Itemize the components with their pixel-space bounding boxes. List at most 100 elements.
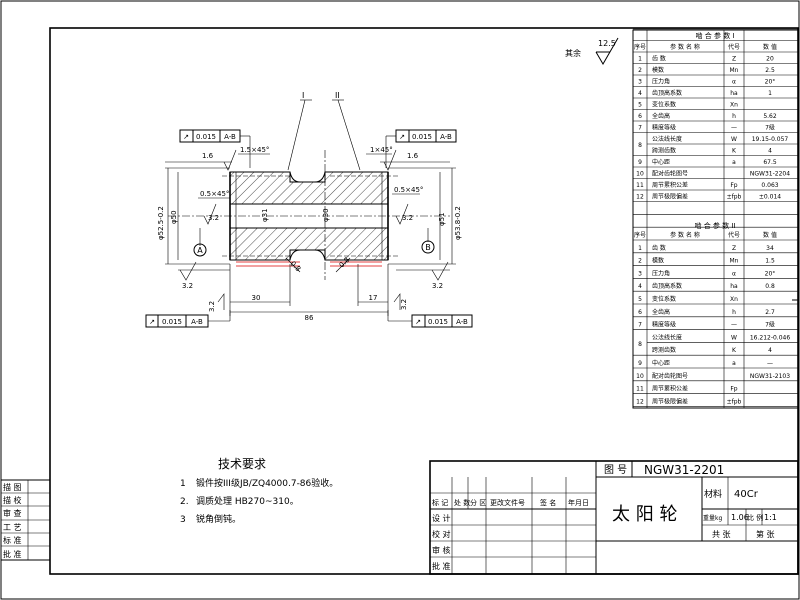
params-row-sym-params1-11: Fp xyxy=(730,182,737,189)
svg-text:共 张: 共 张 xyxy=(712,530,731,539)
params-row-val-params2-10: NGW31-2103 xyxy=(750,373,790,380)
params-row-name-params1-8: 跨测齿数 xyxy=(652,147,676,155)
svg-text:描 图: 描 图 xyxy=(3,482,22,492)
params-row-sym-params1-8: K xyxy=(732,148,737,155)
svg-text:86: 86 xyxy=(305,314,314,322)
params2-col-no: 序号 xyxy=(634,231,646,239)
svg-text:1: 1 xyxy=(180,479,186,489)
scale-value: 1:1 xyxy=(764,513,777,522)
params-row-no-params1-5: 6 xyxy=(638,113,642,120)
svg-text:0.015: 0.015 xyxy=(162,318,182,326)
datum-a: A xyxy=(193,228,207,257)
tech-title: 技术要求 xyxy=(218,457,266,471)
svg-text:3.2: 3.2 xyxy=(432,282,443,290)
svg-text:批 准: 批 准 xyxy=(432,561,451,571)
params-row-val-params2-7: 16.212-0.046 xyxy=(750,334,791,341)
params-row-name-params2-2: 压力角 xyxy=(652,269,670,277)
svg-text:第 张: 第 张 xyxy=(756,529,775,539)
params-row-no-params1-9: 9 xyxy=(638,159,642,166)
params-row-name-params1-2: 压力角 xyxy=(652,78,670,86)
params-row-no-params2-6: 7 xyxy=(638,322,642,329)
length-dims: 30 17 86 3.2 3.2 xyxy=(208,264,408,322)
svg-text:审 核: 审 核 xyxy=(432,545,451,555)
params-row-name-params1-11: 周节累积公差 xyxy=(652,181,688,189)
params-row-name-params1-6: 精度等级 xyxy=(652,124,676,132)
svg-text:A: A xyxy=(197,246,203,255)
params-row-name-params2-1: 模数 xyxy=(652,257,664,265)
params-row-name-params2-12: 周节极限偏差 xyxy=(652,397,688,405)
svg-text:处 数: 处 数 xyxy=(454,498,470,507)
svg-text:2.: 2. xyxy=(180,497,189,507)
params-row-sym-params1-9: a xyxy=(732,159,736,166)
params-row-val-params1-2: 20° xyxy=(765,79,776,86)
params2-col-name: 参 数 名 称 xyxy=(670,231,700,239)
svg-text:0.015: 0.015 xyxy=(428,318,448,326)
tech-item-1: 锻件按III级JB/ZQ4000.7-86验收。 xyxy=(196,477,338,489)
params-row-name-params1-10: 配对齿轮图号 xyxy=(652,170,688,178)
datum-b: B xyxy=(421,228,435,254)
params-row-sym-params1-6: — xyxy=(731,125,737,132)
params-row-val-params2-8: 4 xyxy=(768,347,772,354)
svg-text:重量kg: 重量kg xyxy=(703,514,722,522)
params-row-name-params2-11: 周节累积公差 xyxy=(652,385,688,393)
params-row-no-params1-10: 10 xyxy=(636,171,644,178)
svg-text:3.2: 3.2 xyxy=(402,214,413,222)
section-upper xyxy=(229,171,389,205)
params1-header: 啮 合 参 数 I xyxy=(696,31,735,40)
svg-text:描 校: 描 校 xyxy=(3,495,22,505)
params-row-no-params2-1: 2 xyxy=(638,258,642,265)
left-diameter-dims: φ52.5-0.2 φ50 0.5×45° 3.2 φ31 φ30 xyxy=(157,167,330,265)
svg-text:3.2: 3.2 xyxy=(400,299,408,310)
svg-text:1.6: 1.6 xyxy=(202,152,214,160)
svg-text:↗: ↗ xyxy=(399,133,405,141)
params-row-sym-params1-3: ha xyxy=(730,90,738,97)
runout-frame-top-right: ↗ 0.015 A-B xyxy=(385,129,457,168)
svg-text:3.2: 3.2 xyxy=(208,214,219,222)
params-row-no-params1-7: 8 xyxy=(638,142,642,149)
right-diameter-dims: φ53.8-0.2 φ51 0.5×45° 3.2 xyxy=(388,167,462,265)
svg-text:标 记: 标 记 xyxy=(432,498,448,507)
params-row-name-params2-10: 配对齿轮图号 xyxy=(652,372,688,380)
svg-text:分 区: 分 区 xyxy=(470,498,486,507)
params-row-no-params2-11: 11 xyxy=(636,386,644,393)
params-row-no-params2-10: 10 xyxy=(636,373,644,380)
params1-col-sym: 代号 xyxy=(728,43,740,51)
svg-text:签 名: 签 名 xyxy=(540,498,556,507)
params-row-val-params1-10: NGW31-2204 xyxy=(750,171,790,178)
technical-requirements: 技术要求 1 锻件按III级JB/ZQ4000.7-86验收。 2. 调质处理 … xyxy=(180,457,338,525)
params-row-sym-params2-2: α xyxy=(732,270,736,277)
params-row-sym-params2-12: ±fpb xyxy=(727,398,742,405)
params-row-no-params2-12: 12 xyxy=(636,398,644,405)
params-row-sym-params2-6: — xyxy=(731,322,737,329)
svg-text:3: 3 xyxy=(180,515,186,525)
svg-text:审 查: 审 查 xyxy=(3,508,22,518)
tech-item-3: 锐角倒钝。 xyxy=(196,513,241,525)
side-stamp-block: 描 图 描 校 审 查 工 艺 标 准 批 准 xyxy=(0,479,51,561)
params-row-no-params1-4: 5 xyxy=(638,102,642,109)
tech-item-2: 调质处理 HB270~310。 xyxy=(196,495,299,507)
gear-section-view xyxy=(168,150,450,280)
svg-text:材料: 材料 xyxy=(704,488,722,500)
params-row-val-params2-0: 34 xyxy=(766,245,774,252)
svg-text:0.015: 0.015 xyxy=(412,133,432,141)
svg-text:A-B: A-B xyxy=(191,318,203,326)
svg-text:1.6: 1.6 xyxy=(407,152,419,160)
params-row-name-params2-4: 变位系数 xyxy=(652,295,676,303)
params-row-sym-params2-4: Xn xyxy=(730,296,738,303)
params2-col-sym: 代号 xyxy=(728,231,740,239)
leader-ii: II xyxy=(335,91,340,100)
material-value: 40Cr xyxy=(734,489,759,500)
params-row-sym-params2-5: h xyxy=(732,309,736,316)
params1-col-val: 数 值 xyxy=(763,43,777,51)
params-row-name-params2-5: 全齿高 xyxy=(652,308,670,316)
general-roughness-symbol: 其余 12.5 xyxy=(565,37,619,65)
svg-text:↗: ↗ xyxy=(415,318,421,326)
svg-text:设 计: 设 计 xyxy=(432,513,451,523)
params2-header: 啮 合 参 数 II xyxy=(694,221,735,230)
params-row-sym-params2-3: ha xyxy=(730,283,738,290)
top-roughness-marks: 1.6 1.6 1.5×45° 1×45° xyxy=(165,146,450,171)
svg-text:30: 30 xyxy=(252,294,261,302)
params-row-val-params1-6: 7级 xyxy=(765,124,775,132)
params-row-no-params1-11: 11 xyxy=(636,182,644,189)
